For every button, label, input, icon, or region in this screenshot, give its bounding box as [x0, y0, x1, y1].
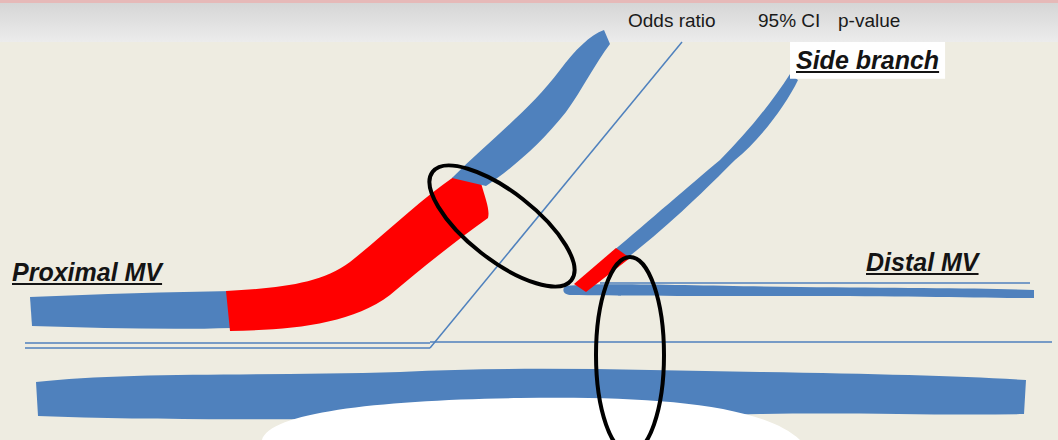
vessel-label: Side branch — [796, 46, 939, 75]
label-patch — [790, 42, 945, 79]
proximal-main-vessel — [30, 291, 232, 329]
reference-line — [600, 282, 1030, 284]
reference-line — [430, 341, 1052, 343]
side-branch-vessel — [612, 74, 798, 262]
region-ellipse — [412, 145, 593, 307]
region-ellipse — [596, 257, 664, 440]
upper-main-vessel — [452, 30, 610, 186]
main-vessel-lesion — [226, 176, 489, 331]
column-header: Odds ratio — [628, 10, 716, 32]
distal-main-vessel — [563, 284, 1034, 298]
reference-line — [25, 342, 430, 344]
side-branch-lesion — [574, 248, 630, 292]
white-blob — [262, 398, 800, 440]
reference-line — [25, 347, 430, 349]
vessel-label: Proximal MV — [12, 258, 162, 287]
header-rule — [0, 0, 1058, 3]
column-header: 95% CI — [758, 10, 820, 32]
header-band — [0, 0, 1058, 42]
column-header: p-value — [838, 10, 900, 32]
vessel-label: Distal MV — [866, 248, 979, 277]
